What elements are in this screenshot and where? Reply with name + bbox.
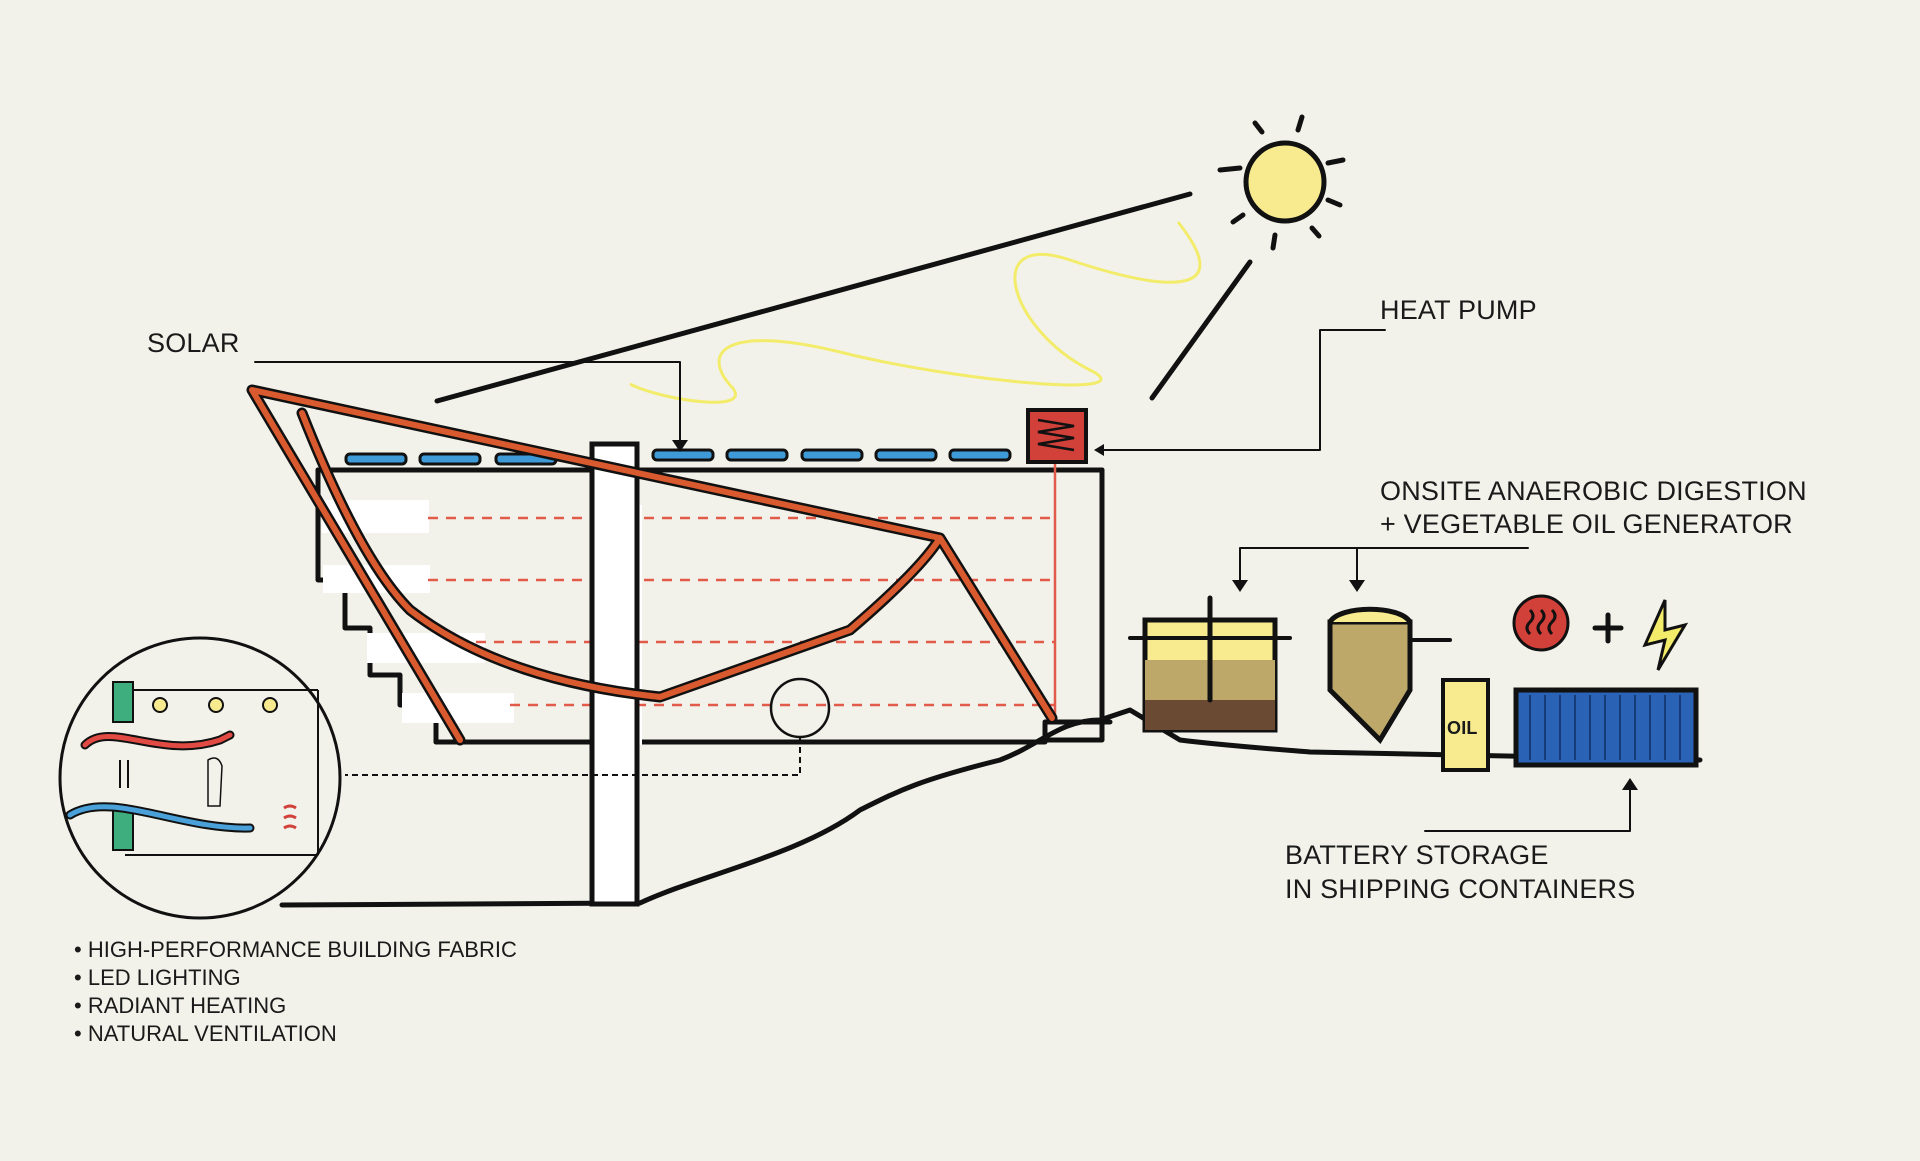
roof-beam [246,384,1058,746]
anaerobic-digester-icon [1128,595,1292,733]
person-icon [207,757,223,807]
radiator-icon [112,681,134,723]
ground-line [279,707,1703,908]
battery-label-line2: IN SHIPPING CONTAINERS [1285,874,1636,904]
feature-list: HIGH-PERFORMANCE BUILDING FABRIC LED LIG… [74,936,517,1048]
digestion-label-line1: ONSITE ANAEROBIC DIGESTION [1380,476,1807,506]
radiant-heating-pipes [428,516,1055,707]
feature-item: RADIANT HEATING [74,992,517,1020]
oil-tank-icon [1441,678,1490,772]
feature-item: LED LIGHTING [74,964,517,992]
solar-panels [344,448,1012,466]
radiator-icon [112,809,134,851]
radiant-heat-icon [283,804,297,830]
battery-label-line1: BATTERY STORAGE [1285,840,1549,870]
heat-pump-icon [1026,408,1088,464]
battery-leader [1424,784,1631,832]
foundation [1042,721,1105,743]
central-column [589,441,640,907]
feature-item: NATURAL VENTILATION [74,1020,517,1048]
led-lights-icon [152,697,278,713]
lightning-icon [1642,599,1689,671]
sun-wave [629,221,1202,404]
digestion-label-line2: + VEGETABLE OIL GENERATOR [1380,509,1793,539]
oil-tank-label: OIL [1447,718,1478,738]
detail-leader-line [345,737,801,776]
sunlight-rays [434,191,1253,404]
sun-ray-line [1149,259,1253,401]
solar-leader [254,361,681,446]
plus-icon [1592,612,1624,644]
sun-icon [1217,114,1346,251]
oil-silo-icon [1327,606,1452,745]
room-detail-inset [58,636,342,920]
heat-pump-label: HEAT PUMP [1380,295,1537,325]
shipping-container-icon [1513,687,1699,768]
detail-marker-circle [769,677,831,739]
heat-pump-leader [1097,329,1386,451]
solar-label: SOLAR [147,328,240,358]
heat-symbol-icon [1512,594,1570,652]
leader-lines [254,329,1631,832]
leader-arrowheads [672,440,1638,790]
digestion-leader [1239,547,1529,586]
sun-ray-line [434,191,1193,404]
feature-item: HIGH-PERFORMANCE BUILDING FABRIC [74,936,517,964]
